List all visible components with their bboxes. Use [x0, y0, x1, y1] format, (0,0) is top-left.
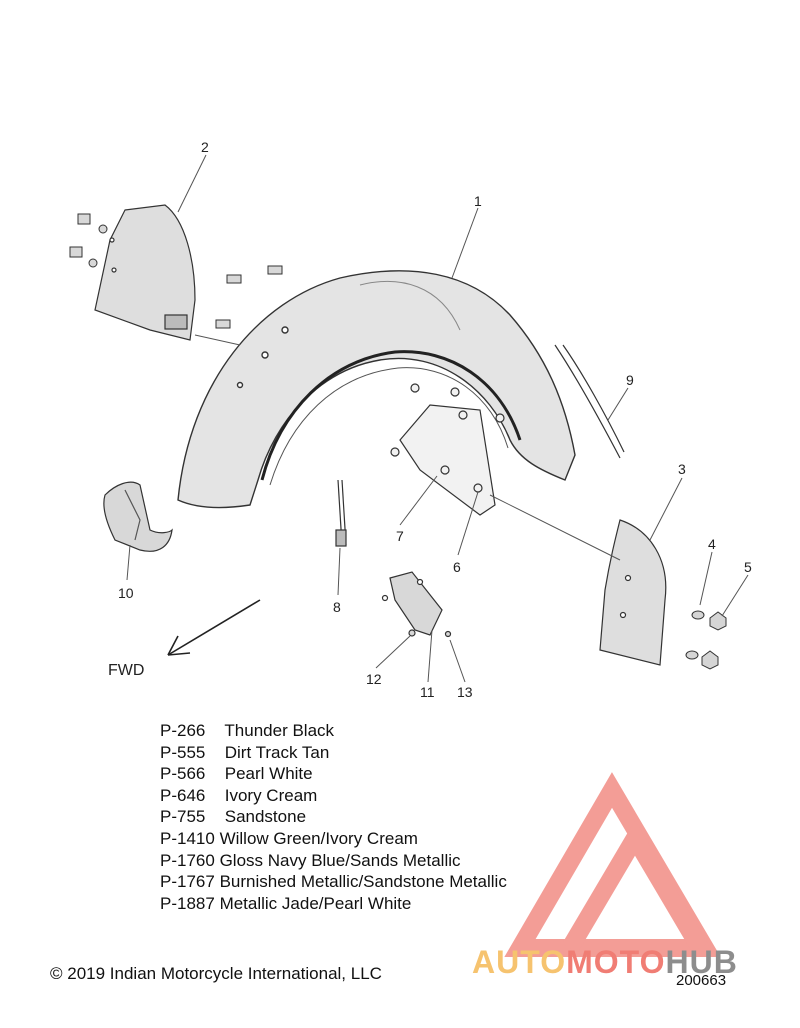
- watermark-part1: AUTO: [472, 944, 567, 980]
- color-name: Willow Green/Ivory Cream: [219, 828, 418, 848]
- watermark-text: AUTOMOTOHUB: [472, 944, 738, 981]
- callout-labels: 1 2 3 4 5 6 7 8 9 10 11 12 13 FWD: [108, 139, 752, 700]
- fender-tip-part-10: [103, 481, 173, 552]
- rear-cover-part-3: [599, 519, 667, 666]
- trim-strip-part-9: [554, 344, 625, 459]
- callout-6: 6: [453, 559, 461, 575]
- wire-part-8: [335, 479, 347, 547]
- callout-4: 4: [708, 536, 716, 552]
- color-code: P-555: [160, 742, 206, 762]
- color-item: P-555 Dirt Track Tan: [160, 742, 507, 764]
- color-code: P-266: [160, 721, 206, 740]
- diagram-ref-number: 200663: [676, 972, 727, 989]
- callout-10: 10: [118, 585, 134, 601]
- color-code: P-1767: [160, 872, 215, 892]
- side-cover-part-2: [94, 204, 196, 341]
- callout-2: 2: [201, 139, 209, 155]
- color-code: P-566: [160, 764, 206, 784]
- color-name: Sandstone: [224, 807, 307, 827]
- color-name: Ivory Cream: [224, 785, 318, 805]
- fwd-label: FWD: [108, 662, 144, 679]
- callout-12: 12: [366, 671, 382, 687]
- color-name: Burnished Metallic/Sandstone Metallic: [219, 872, 507, 892]
- color-item: P-1410 Willow Green/Ivory Cream: [160, 828, 507, 850]
- color-item: P-646 Ivory Cream: [160, 785, 507, 807]
- callout-5: 5: [744, 559, 752, 575]
- color-item: P-1760 Gloss Navy Blue/Sands Metallic: [160, 850, 507, 872]
- color-name: Gloss Navy Blue/Sands Metallic: [219, 850, 461, 870]
- color-name: Thunder Black: [224, 721, 335, 740]
- color-code: P-646: [160, 785, 206, 805]
- color-code: P-755: [160, 807, 206, 827]
- color-name: Dirt Track Tan: [224, 742, 330, 762]
- callout-1: 1: [474, 193, 482, 209]
- callout-9: 9: [626, 372, 634, 388]
- fender-part-1: [177, 270, 576, 509]
- color-name: Pearl White: [224, 764, 313, 784]
- hardware-nuts-bolts: [69, 213, 283, 329]
- color-list: P-266 Thunder Black P-555 Dirt Track Tan…: [160, 720, 507, 914]
- watermark-part2: MOTO: [566, 944, 666, 980]
- callout-7: 7: [396, 528, 404, 544]
- color-item: P-266 Thunder Black: [160, 720, 507, 742]
- watermark-part3: HUB: [665, 944, 738, 980]
- leader-lines: [126, 154, 749, 683]
- watermark-logo: [504, 772, 721, 957]
- copyright-text: © 2019 Indian Motorcycle International, …: [50, 964, 382, 983]
- color-item: P-1767 Burnished Metallic/Sandstone Meta…: [160, 871, 507, 893]
- bracket-part-11: [381, 571, 452, 638]
- color-item: P-566 Pearl White: [160, 763, 507, 785]
- callout-11: 11: [420, 684, 435, 700]
- callout-13: 13: [457, 684, 473, 700]
- fwd-arrow: [167, 599, 261, 656]
- color-code: P-1760: [160, 850, 215, 870]
- fender-support-bracket: [390, 383, 505, 516]
- callout-8: 8: [333, 599, 341, 615]
- washers-nuts-4-5: [685, 610, 727, 670]
- color-code: P-1410: [160, 828, 215, 848]
- color-code: P-1887: [160, 893, 215, 913]
- color-name: Metallic Jade/Pearl White: [219, 893, 412, 913]
- color-item: P-1887 Metallic Jade/Pearl White: [160, 893, 507, 915]
- color-item: P-755 Sandstone: [160, 806, 507, 828]
- callout-3: 3: [678, 461, 686, 477]
